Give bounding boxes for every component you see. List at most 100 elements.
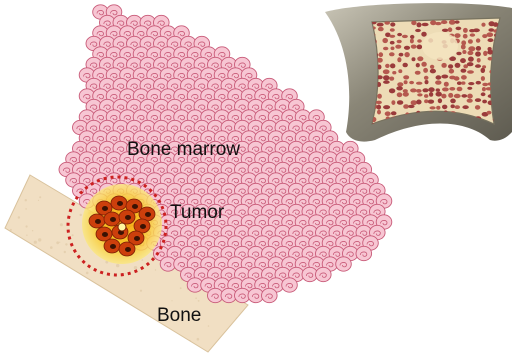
inset-marrow-spot (424, 76, 429, 80)
inset-marrow-spot (482, 87, 486, 91)
bone-speckle (5, 284, 6, 285)
inset-marrow-spot (438, 98, 442, 103)
inset-marrow-spot (448, 64, 453, 68)
bone-speckle (197, 338, 200, 341)
bone-speckle (24, 173, 26, 175)
bone-speckle (171, 300, 172, 301)
inset-marrow-spot (377, 105, 382, 110)
inset-marrow-spot (397, 33, 402, 36)
inset-marrow-spot (424, 99, 428, 103)
inset-marrow-spot (475, 64, 481, 68)
bone-speckle (198, 300, 200, 302)
inset-marrow-spot (392, 71, 396, 74)
marrow-cell (262, 288, 278, 302)
inset-marrow-spot (461, 75, 467, 80)
bone-speckle (26, 225, 28, 227)
inset-marrow-spot (467, 62, 474, 66)
bone-speckle (195, 297, 197, 299)
inset-marrow-spot (454, 94, 461, 98)
inset-marrow-spot (417, 39, 422, 43)
inset-marrow-spot (482, 83, 488, 86)
inset-marrow-spot (391, 111, 397, 115)
inset-marrow-spot (462, 50, 466, 54)
bone-speckle (33, 335, 36, 338)
inset-marrow-spot (411, 21, 416, 26)
inset-marrow-spot (424, 94, 428, 98)
inset-tumor-spot (422, 32, 458, 60)
inset-marrow-spot (441, 75, 448, 79)
inset-marrow-spot (383, 105, 390, 109)
inset-marrow-spot (389, 88, 395, 93)
inset-marrow-spot (435, 22, 442, 25)
bone-speckle (80, 214, 82, 216)
inset-marrow-spot (430, 65, 434, 69)
bone-speckle (41, 299, 44, 302)
inset-marrow-spot (441, 63, 446, 68)
inset-marrow-spot (477, 58, 481, 63)
bone-speckle (106, 334, 109, 337)
inset-marrow-spot (379, 52, 384, 57)
bone-speckle (180, 287, 182, 289)
inset-marrow-spot (444, 82, 449, 87)
inset-marrow-spot (415, 29, 421, 32)
bone-speckle (116, 347, 119, 350)
inset-marrow-spot (412, 57, 416, 61)
inset-marrow-spot (390, 63, 395, 68)
inset-marrow-spot (463, 34, 468, 39)
inset-marrow-spot (389, 52, 395, 56)
bone-speckle (31, 257, 33, 259)
inset-marrow-spot (397, 82, 403, 86)
bone-speckle (38, 200, 39, 201)
bone-speckle (61, 306, 63, 308)
inset-marrow-spot (449, 20, 456, 25)
inset-marrow-spot (473, 28, 480, 32)
inset-marrow-spot (449, 87, 455, 91)
inset-marrow-spot (422, 88, 428, 92)
inset-marrow-spot (383, 69, 390, 74)
inset-marrow-spot (410, 35, 414, 39)
bone-speckle (60, 223, 63, 226)
bone-speckle (26, 235, 27, 236)
marrow-cell (282, 278, 298, 292)
inset-marrow-spot (410, 39, 414, 44)
bone-speckle (116, 330, 119, 333)
inset-marrow-spot (493, 22, 498, 27)
bone-speckle (25, 208, 27, 210)
inset-marrow-spot (441, 94, 446, 99)
inset-marrow-spot (390, 28, 395, 32)
inset-marrow-spot (468, 46, 475, 51)
inset-marrow-spot (416, 82, 422, 85)
inset-marrow-spot (448, 27, 453, 32)
inset-marrow-spot (456, 52, 461, 55)
bone-speckle (50, 246, 53, 249)
inset-marrow-spot (417, 22, 422, 27)
inset-marrow-spot (467, 99, 473, 103)
bone-speckle (25, 199, 27, 201)
bone-speckle (56, 241, 59, 244)
bone-speckle (64, 192, 66, 194)
bone-speckle (62, 294, 64, 296)
inset-marrow-spot (467, 51, 473, 55)
inset-marrow-spot (391, 47, 395, 51)
inset-marrow-spot (457, 87, 463, 92)
bone-speckle (116, 264, 119, 267)
inset-marrow-spot (475, 51, 481, 56)
bone-speckle (35, 303, 38, 306)
inset-marrow-spot (467, 94, 473, 99)
inset-marrow-spot (488, 38, 494, 42)
bone-speckle (4, 259, 6, 261)
inset-marrow-spot (428, 100, 434, 104)
inset-marrow-spot (397, 92, 403, 97)
inset-marrow-spot (486, 32, 493, 37)
inset-marrow-spot (460, 58, 466, 63)
inset-marrow-spot (450, 99, 456, 104)
label-bone-marrow: Bone marrow (127, 139, 240, 160)
inset-marrow-spot (378, 27, 384, 31)
inset-marrow-spot (442, 105, 447, 110)
inset-marrow-spot (403, 75, 409, 79)
bone-speckle (24, 341, 26, 343)
inset-marrow-spot (481, 92, 486, 96)
inset-marrow-spot (454, 76, 460, 80)
bone-speckle (88, 349, 91, 352)
